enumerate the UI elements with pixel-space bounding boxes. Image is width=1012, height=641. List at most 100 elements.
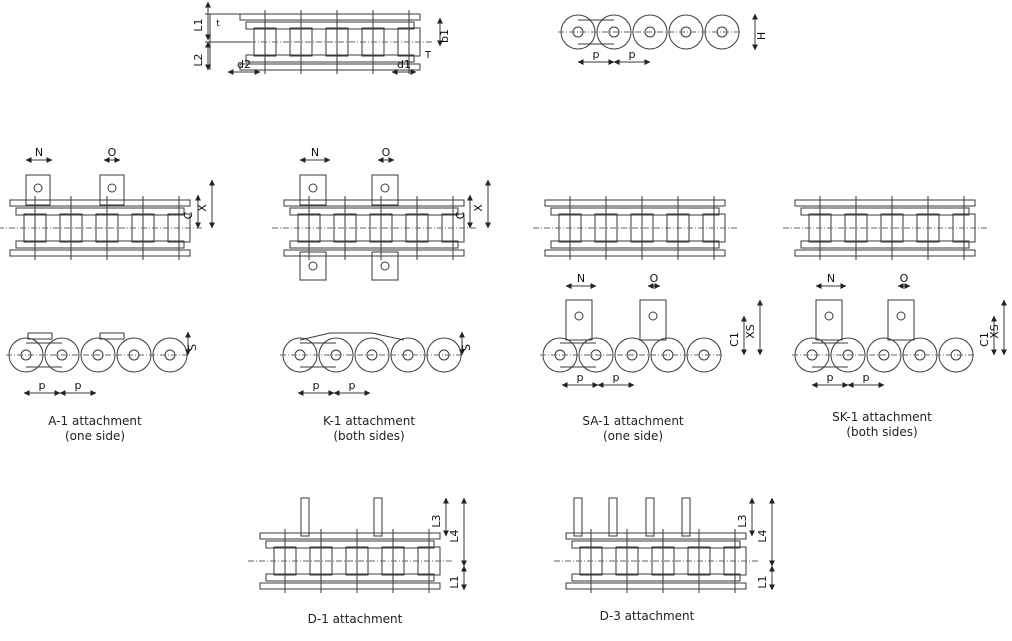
d3-extended-pin: [681, 497, 691, 537]
k1-tab-hole: [380, 183, 390, 193]
plain-chain-side: [558, 14, 742, 50]
dim-label-C: C: [182, 211, 195, 219]
caption-k1-title: K-1 attachment: [322, 414, 416, 428]
roller-outline: [426, 337, 462, 373]
k1-tab-hole: [308, 183, 318, 193]
caption-sk1-title: SK-1 attachment: [832, 410, 932, 424]
chain-plate: [794, 199, 976, 207]
dim-label-O: O: [650, 272, 659, 285]
sk1-chain-side: [792, 337, 976, 373]
sa1-chain-top: [533, 196, 737, 260]
dim-label-L3: L3: [430, 514, 443, 527]
d3-extended-pin: [608, 497, 618, 537]
plain-chain-top: [228, 10, 432, 74]
dim-label-O: O: [382, 146, 391, 159]
chain-plate: [550, 240, 720, 249]
link-plate: [26, 342, 62, 368]
chain-plate: [794, 249, 976, 257]
d3-extended-pin: [573, 497, 583, 537]
chain-plate: [15, 207, 185, 216]
dim-label-H: H: [755, 32, 768, 40]
k1-tab-bottom: [299, 251, 327, 281]
caption-sk1: SK-1 attachment (both sides): [822, 410, 942, 440]
dim-label-XS: XS: [988, 324, 1001, 339]
dim-label-L1: L1: [756, 575, 769, 588]
dim-label-d1: d1: [397, 58, 411, 71]
caption-d1: D-1 attachment: [290, 612, 420, 627]
chain-plate: [550, 207, 720, 216]
link-plate: [578, 19, 614, 45]
d1-extended-pin: [373, 497, 383, 537]
chain-plate: [239, 13, 421, 21]
chain-plate: [571, 573, 741, 582]
caption-a1-title: A-1 attachment: [48, 414, 142, 428]
sk1-bent-tab: [815, 299, 843, 341]
chain-plate: [265, 540, 435, 549]
dim-label-p: p: [613, 371, 620, 384]
dim-label-T: T: [424, 50, 432, 61]
k1-tab-hole: [380, 261, 390, 271]
k1-tab-hole: [308, 261, 318, 271]
dim-label-L4: L4: [756, 529, 769, 542]
dim-label-X: X: [472, 204, 485, 212]
chain-plate: [245, 54, 415, 63]
dim-label-C: C: [454, 211, 467, 219]
dim-label-L4: L4: [448, 529, 461, 542]
roller-outline: [704, 14, 740, 50]
dim-label-p: p: [577, 371, 584, 384]
dim-label-b1: b1: [438, 29, 451, 43]
chain-plate: [265, 573, 435, 582]
caption-a1: A-1 attachment (one side): [40, 414, 150, 444]
roller-outline: [116, 337, 152, 373]
link-plate: [812, 342, 848, 368]
dim-label-p: p: [827, 371, 834, 384]
a1-tab-hole: [107, 183, 117, 193]
sa1-chain-side: [540, 337, 724, 373]
chain-plate: [800, 240, 970, 249]
k1-chain-top: [272, 196, 476, 260]
a1-chain-top: [0, 196, 202, 260]
roller-outline: [902, 337, 938, 373]
sk1-chain-top: [783, 196, 987, 260]
roller-outline: [938, 337, 974, 373]
d1-extended-pin: [300, 497, 310, 537]
dim-label-N: N: [311, 146, 319, 159]
dim-label-p: p: [75, 379, 82, 392]
d1-chain-top: [248, 529, 452, 593]
chain-plate: [259, 582, 441, 590]
sk1-bent-tab: [887, 299, 915, 341]
link-plate: [560, 342, 596, 368]
dim-label-O: O: [900, 272, 909, 285]
d3-extended-pin: [645, 497, 655, 537]
caption-d3-title: D-3 attachment: [599, 609, 695, 623]
dim-label-XS: XS: [744, 324, 757, 339]
dim-label-L2: L2: [192, 53, 205, 66]
chain-plate: [571, 540, 741, 549]
dim-label-C1: C1: [728, 332, 741, 347]
caption-sa1-sub: (one side): [602, 429, 664, 443]
roller-outline: [650, 337, 686, 373]
dim-label-C1: C1: [978, 332, 991, 347]
k1-tab-bottom: [371, 251, 399, 281]
chain-plate: [239, 63, 421, 71]
sa1-bent-tab: [565, 299, 593, 341]
dim-label-O: O: [108, 146, 117, 159]
caption-sa1-title: SA-1 attachment: [582, 414, 684, 428]
dim-label-N: N: [827, 272, 835, 285]
dim-label-d2: d2: [237, 58, 251, 71]
caption-sa1: SA-1 attachment (one side): [573, 414, 693, 444]
a1-side-tab: [27, 332, 53, 340]
d3-chain-top: [554, 529, 758, 593]
dim-label-p: p: [593, 48, 600, 61]
k1-chain-side: [280, 337, 464, 373]
caption-sk1-sub: (both sides): [846, 425, 918, 439]
dim-label-t: t: [216, 19, 220, 29]
a1-side-tab: [99, 332, 125, 340]
a1-tab: [99, 174, 125, 206]
caption-k1: K-1 attachment (both sides): [314, 414, 424, 444]
k1-tab-top: [371, 174, 399, 206]
roller-outline: [686, 337, 722, 373]
dim-label-X: X: [196, 204, 209, 212]
caption-d1-title: D-1 attachment: [307, 612, 403, 626]
